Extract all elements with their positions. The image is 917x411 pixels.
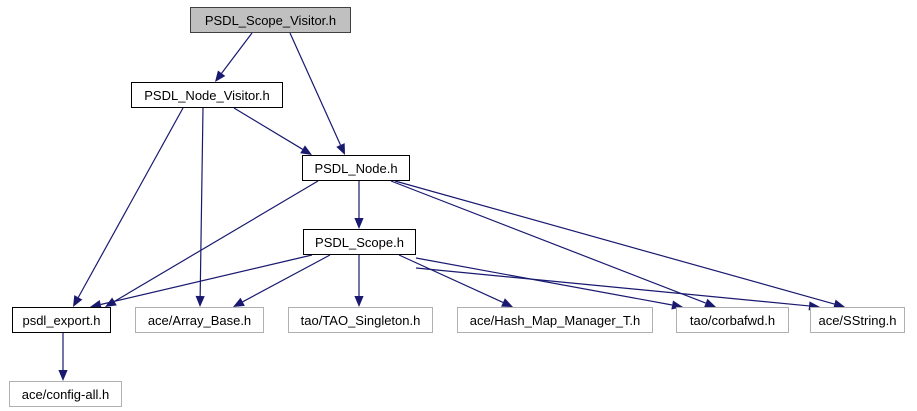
graph-node-label: ace/Array_Base.h xyxy=(147,312,252,328)
graph-node-label: PSDL_Scope.h xyxy=(315,234,404,250)
edge-line xyxy=(100,254,313,306)
edge-psdl_scope_visitor-to-psdl_node xyxy=(289,32,345,155)
edge-psdl_scope-to-ace_hash_map xyxy=(398,254,513,307)
graph-node-label: ace/config-all.h xyxy=(21,386,110,402)
graph-node-label: tao/TAO_Singleton.h xyxy=(300,312,421,328)
arrowhead-icon xyxy=(73,295,83,307)
edge-line xyxy=(289,32,342,146)
edge-psdl_scope-to-ace_sstring xyxy=(415,267,820,311)
arrowhead-icon xyxy=(354,296,364,307)
arrowhead-icon xyxy=(233,297,245,307)
edge-line xyxy=(221,32,253,74)
edge-psdl_export-to-ace_config_all xyxy=(58,333,68,381)
edge-psdl_scope-to-ace_array_base xyxy=(233,254,331,307)
graph-node-ace_array_base[interactable]: ace/Array_Base.h xyxy=(135,307,264,333)
graph-node-label: PSDL_Node.h xyxy=(314,160,398,176)
edge-line xyxy=(398,254,504,303)
edge-line xyxy=(415,267,810,307)
edge-psdl_node_visitor-to-psdl_node xyxy=(233,107,312,155)
graph-node-psdl_export[interactable]: psdl_export.h xyxy=(12,307,111,333)
graph-node-psdl_node[interactable]: PSDL_Node.h xyxy=(302,155,410,181)
edge-psdl_node-to-psdl_export xyxy=(105,180,319,307)
arrowhead-icon xyxy=(501,298,513,307)
arrowhead-icon xyxy=(336,143,345,155)
edge-psdl_scope-to-tao_singleton xyxy=(354,255,364,307)
edge-psdl_scope-to-tao_corbafwd xyxy=(415,257,683,310)
graph-node-label: ace/Hash_Map_Manager_T.h xyxy=(469,312,641,328)
graph-node-psdl_node_visitor[interactable]: PSDL_Node_Visitor.h xyxy=(131,82,283,108)
edge-line xyxy=(390,180,706,304)
edge-psdl_node-to-ace_sstring xyxy=(394,180,845,309)
arrowhead-icon xyxy=(195,295,205,307)
arrowhead-icon xyxy=(215,70,226,82)
graph-node-ace_sstring[interactable]: ace/SString.h xyxy=(810,307,905,333)
edge-line xyxy=(233,107,303,150)
edge-psdl_node_visitor-to-ace_array_base xyxy=(195,107,205,307)
edge-line xyxy=(199,107,204,297)
graph-node-tao_singleton[interactable]: tao/TAO_Singleton.h xyxy=(288,307,433,333)
graph-node-psdl_scope[interactable]: PSDL_Scope.h xyxy=(303,229,416,255)
edge-psdl_node-to-tao_corbafwd xyxy=(390,180,716,308)
arrowhead-icon xyxy=(354,218,364,229)
graph-node-label: ace/SString.h xyxy=(818,312,897,328)
edge-line xyxy=(415,257,673,306)
graph-node-label: PSDL_Scope_Visitor.h xyxy=(204,12,337,28)
graph-node-ace_hash_map[interactable]: ace/Hash_Map_Manager_T.h xyxy=(457,307,653,333)
arrowhead-icon xyxy=(105,297,117,307)
edge-line xyxy=(394,180,835,305)
edge-psdl_scope_visitor-to-psdl_node_visitor xyxy=(215,32,253,82)
graph-node-ace_config_all[interactable]: ace/config-all.h xyxy=(9,381,122,407)
graph-node-psdl_scope_visitor[interactable]: PSDL_Scope_Visitor.h xyxy=(190,7,351,33)
edge-line xyxy=(77,107,184,298)
edge-line xyxy=(242,254,331,303)
graph-node-label: PSDL_Node_Visitor.h xyxy=(144,87,270,103)
arrowhead-icon xyxy=(300,145,312,155)
arrowhead-icon xyxy=(58,370,68,381)
edge-psdl_scope-to-psdl_export xyxy=(90,254,313,309)
graph-node-tao_corbafwd[interactable]: tao/corbafwd.h xyxy=(676,307,789,333)
edge-psdl_node_visitor-to-psdl_export xyxy=(73,107,184,307)
edge-psdl_node-to-psdl_scope xyxy=(354,181,364,229)
edge-line xyxy=(114,180,319,302)
graph-node-label: psdl_export.h xyxy=(22,312,101,328)
graph-node-label: tao/corbafwd.h xyxy=(689,312,776,328)
